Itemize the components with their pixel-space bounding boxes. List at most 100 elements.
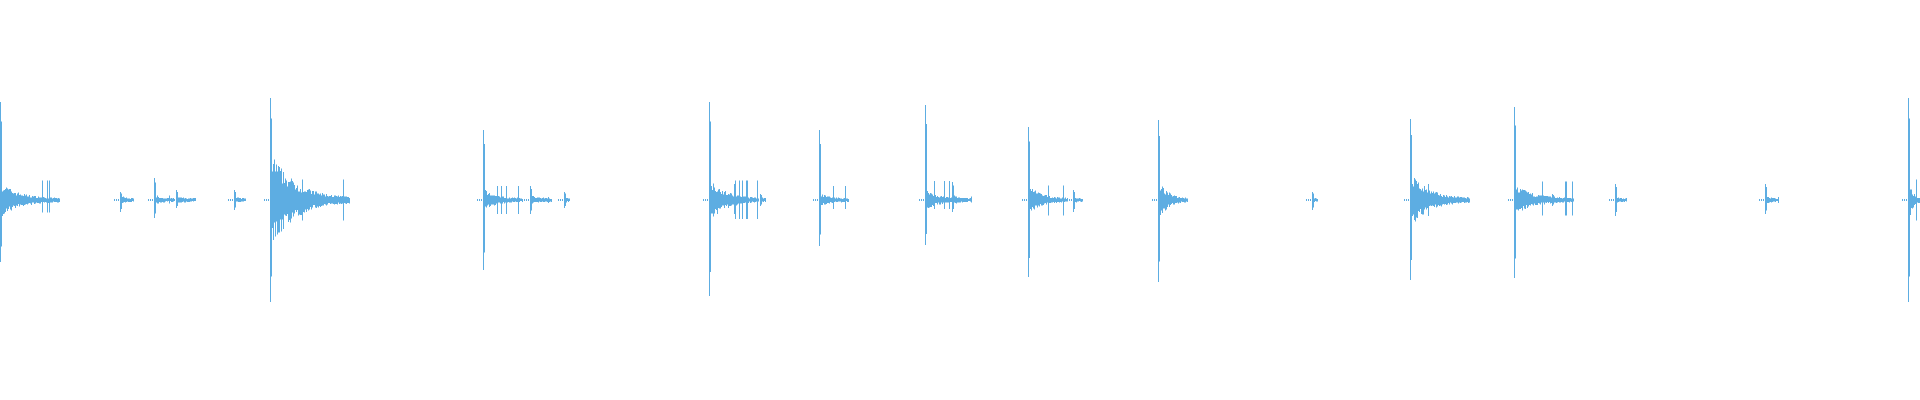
sample-bar [510, 198, 511, 203]
sample-bar [1430, 193, 1431, 206]
sample-bar [1056, 198, 1057, 203]
sample-bar [131, 198, 132, 202]
sample-bar [1528, 192, 1529, 207]
sample-bar [738, 196, 739, 203]
sample-bar [954, 195, 955, 203]
sample-bar [967, 198, 968, 202]
sample-bar [279, 166, 280, 233]
sample-bar [298, 191, 299, 216]
sample-bar [1071, 199, 1072, 201]
sample-bar [1466, 198, 1467, 203]
sample-bar [337, 196, 338, 205]
sample-bar [951, 197, 952, 203]
sample-bar [565, 193, 566, 206]
sample-bar [182, 198, 183, 202]
sample-bar [19, 194, 20, 207]
sample-bar [1419, 188, 1420, 212]
sample-bar [1567, 197, 1568, 203]
sample-bar [34, 195, 35, 205]
sample-bar [1158, 120, 1159, 282]
sample-bar [1766, 187, 1767, 211]
sample-bar [558, 199, 559, 201]
sample-bar [710, 121, 711, 272]
transient-2 [148, 178, 174, 218]
sample-bar [1564, 197, 1565, 202]
sample-bar [1415, 179, 1416, 222]
sample-bar [1915, 196, 1916, 204]
sample-bar [1527, 192, 1528, 209]
sample-bar [547, 198, 548, 202]
sample-bar [831, 197, 832, 203]
sample-bar [931, 193, 932, 208]
sample-bar [1306, 199, 1307, 201]
sample-bar [505, 197, 506, 203]
sample-bar [832, 197, 833, 203]
sample-bar [243, 198, 244, 202]
sample-bar [294, 184, 295, 214]
sample-bar [1570, 198, 1571, 202]
sample-bar [929, 194, 930, 208]
sample-bar [498, 195, 499, 203]
sample-bar [1777, 198, 1778, 202]
sample-bar [336, 196, 337, 205]
sample-bar [330, 195, 331, 205]
sample-bar [1171, 194, 1172, 205]
sample-bar [526, 199, 527, 201]
sample-bar [736, 196, 737, 204]
sample-bar [817, 199, 818, 201]
sample-bar [148, 199, 149, 201]
sample-bar [1082, 198, 1083, 202]
sample-bar [1456, 197, 1457, 203]
sample-bar [20, 194, 21, 205]
sample-bar [709, 102, 710, 296]
sample-bar [152, 199, 153, 201]
sample-bar [1164, 193, 1165, 209]
sample-bar [730, 199, 731, 201]
sample-bar [1469, 198, 1470, 203]
sample-bar [959, 197, 960, 203]
sample-bar [522, 198, 523, 203]
sample-bar [1543, 195, 1544, 203]
sample-bar [508, 198, 509, 202]
sample-bar [1461, 197, 1462, 203]
sample-bar [130, 198, 131, 202]
sample-bar [1061, 198, 1062, 203]
sample-bar [245, 198, 246, 202]
sample-bar [1052, 197, 1053, 203]
sample-bar [1533, 196, 1534, 206]
sample-bar [191, 198, 192, 202]
sample-bar [280, 171, 281, 220]
sample-bar [542, 197, 543, 202]
sample-bar [1908, 98, 1909, 302]
sample-bar [492, 195, 493, 205]
sample-bar [1618, 197, 1619, 202]
sample-bar [1416, 180, 1417, 218]
sample-bar [1442, 196, 1443, 205]
sample-bar [1539, 195, 1540, 204]
sample-bar [1426, 189, 1427, 210]
sample-bar [1179, 197, 1180, 203]
sample-bar [28, 196, 29, 204]
transient-6 [477, 130, 523, 270]
sample-bar [949, 181, 950, 209]
sample-bar [548, 197, 549, 203]
sample-bar [1432, 193, 1433, 206]
sample-bar [1187, 198, 1188, 202]
sample-bar [322, 192, 323, 206]
sample-bar [1075, 197, 1076, 202]
transient-8 [558, 192, 570, 208]
transient-16 [1067, 190, 1083, 212]
sample-bar [1542, 181, 1543, 216]
sample-bar [1463, 197, 1464, 202]
sample-bar [748, 198, 749, 202]
transient-10 [728, 184, 754, 214]
sample-bar [726, 194, 727, 206]
sample-bar [1453, 197, 1454, 204]
sample-bar [1624, 198, 1625, 202]
sample-bar [504, 198, 505, 204]
sample-bar [169, 195, 170, 204]
sample-bar [51, 197, 52, 203]
sample-bar [318, 193, 319, 208]
transient-3 [170, 190, 196, 208]
